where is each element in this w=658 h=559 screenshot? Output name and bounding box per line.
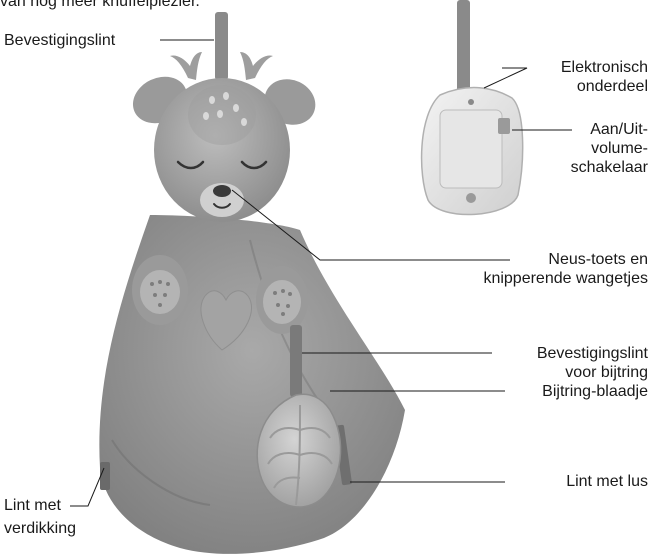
label-teether-strap-line1: Bevestigingslint (537, 344, 648, 363)
label-thick-ribbon-line2: verdikking (4, 519, 76, 538)
label-thick-ribbon-line1: Lint met (4, 496, 61, 515)
thick-ribbon (100, 462, 110, 490)
nose-button (213, 185, 231, 197)
label-electronic-unit-line1: Elektronisch (561, 58, 648, 77)
label-loop-ribbon: Lint met lus (566, 472, 648, 491)
teether-strap (290, 325, 302, 397)
power-volume-switch (498, 118, 510, 134)
right-antler (240, 52, 273, 80)
label-power-switch-line2: volume- (591, 139, 648, 158)
label-leaf-teether: Bijtring-blaadje (542, 382, 648, 401)
left-antler (170, 52, 202, 80)
top-strap (215, 12, 228, 80)
label-nose-button-line1: Neus-toets en (548, 250, 648, 269)
label-nose-button-line2: knipperende wangetjes (483, 269, 648, 288)
label-teether-strap-line2: voor bijtring (565, 363, 648, 382)
label-attachment-strap: Bevestigingslint (4, 31, 115, 50)
label-electronic-unit-line2: onderdeel (577, 77, 648, 96)
electronic-strap (457, 0, 470, 92)
label-power-switch-line1: Aan/Uit- (590, 120, 648, 139)
label-power-switch-line3: schakelaar (571, 158, 648, 177)
